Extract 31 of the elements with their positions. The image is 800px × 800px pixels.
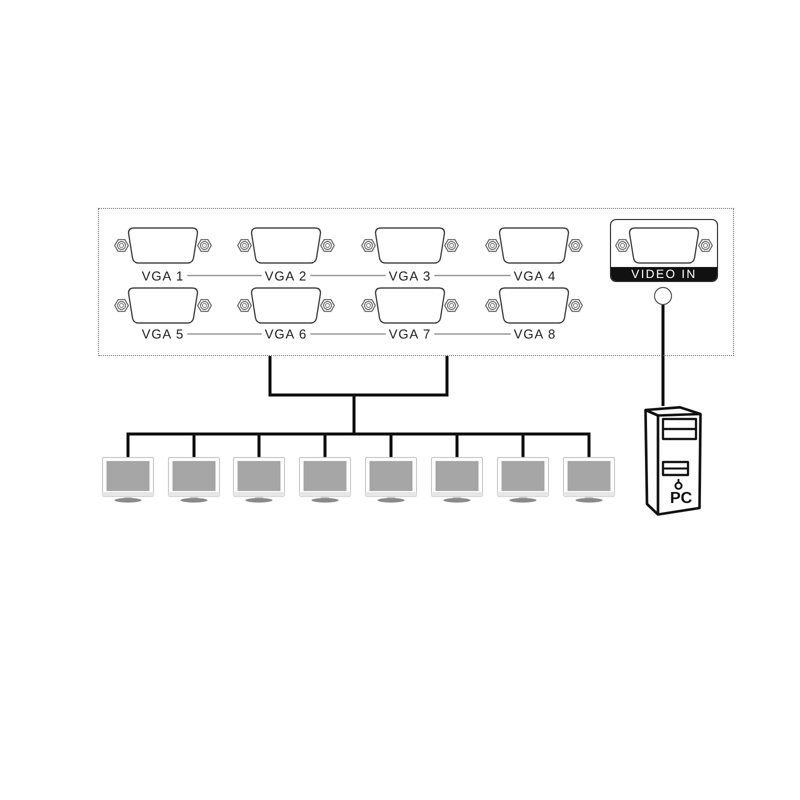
port-label: VGA 7	[386, 328, 434, 340]
monitor-icon	[497, 457, 549, 503]
monitor-icon	[102, 457, 154, 503]
monitor-icon	[233, 457, 285, 503]
monitor-icon	[431, 457, 483, 503]
splitter-panel	[98, 208, 734, 356]
monitor-icon	[299, 457, 351, 503]
jack-socket	[654, 287, 672, 305]
monitor-icon	[563, 457, 615, 503]
cable-line	[354, 432, 590, 457]
port-label: VIDEO IN	[611, 267, 717, 281]
port-label: VGA 6	[262, 328, 310, 340]
port-label: VGA 2	[262, 269, 310, 282]
pc-label: PC	[670, 492, 692, 506]
connector-line	[310, 274, 386, 276]
port-label: VGA 3	[386, 269, 434, 282]
connector-line	[187, 333, 262, 335]
connector-line	[310, 333, 386, 335]
connector-line	[434, 333, 511, 335]
cable-line	[662, 305, 664, 406]
cable-line	[324, 432, 354, 457]
port-label: VGA 4	[510, 269, 560, 282]
cable-line	[268, 354, 448, 436]
connector-line	[187, 274, 262, 276]
monitor-icon	[168, 457, 220, 503]
port-label: VGA 8	[510, 328, 560, 340]
connector-line	[434, 274, 511, 276]
monitor-icon	[365, 457, 417, 503]
input-panel	[610, 219, 718, 282]
port-label: VGA 1	[138, 269, 188, 282]
port-label: VGA 5	[138, 328, 188, 340]
